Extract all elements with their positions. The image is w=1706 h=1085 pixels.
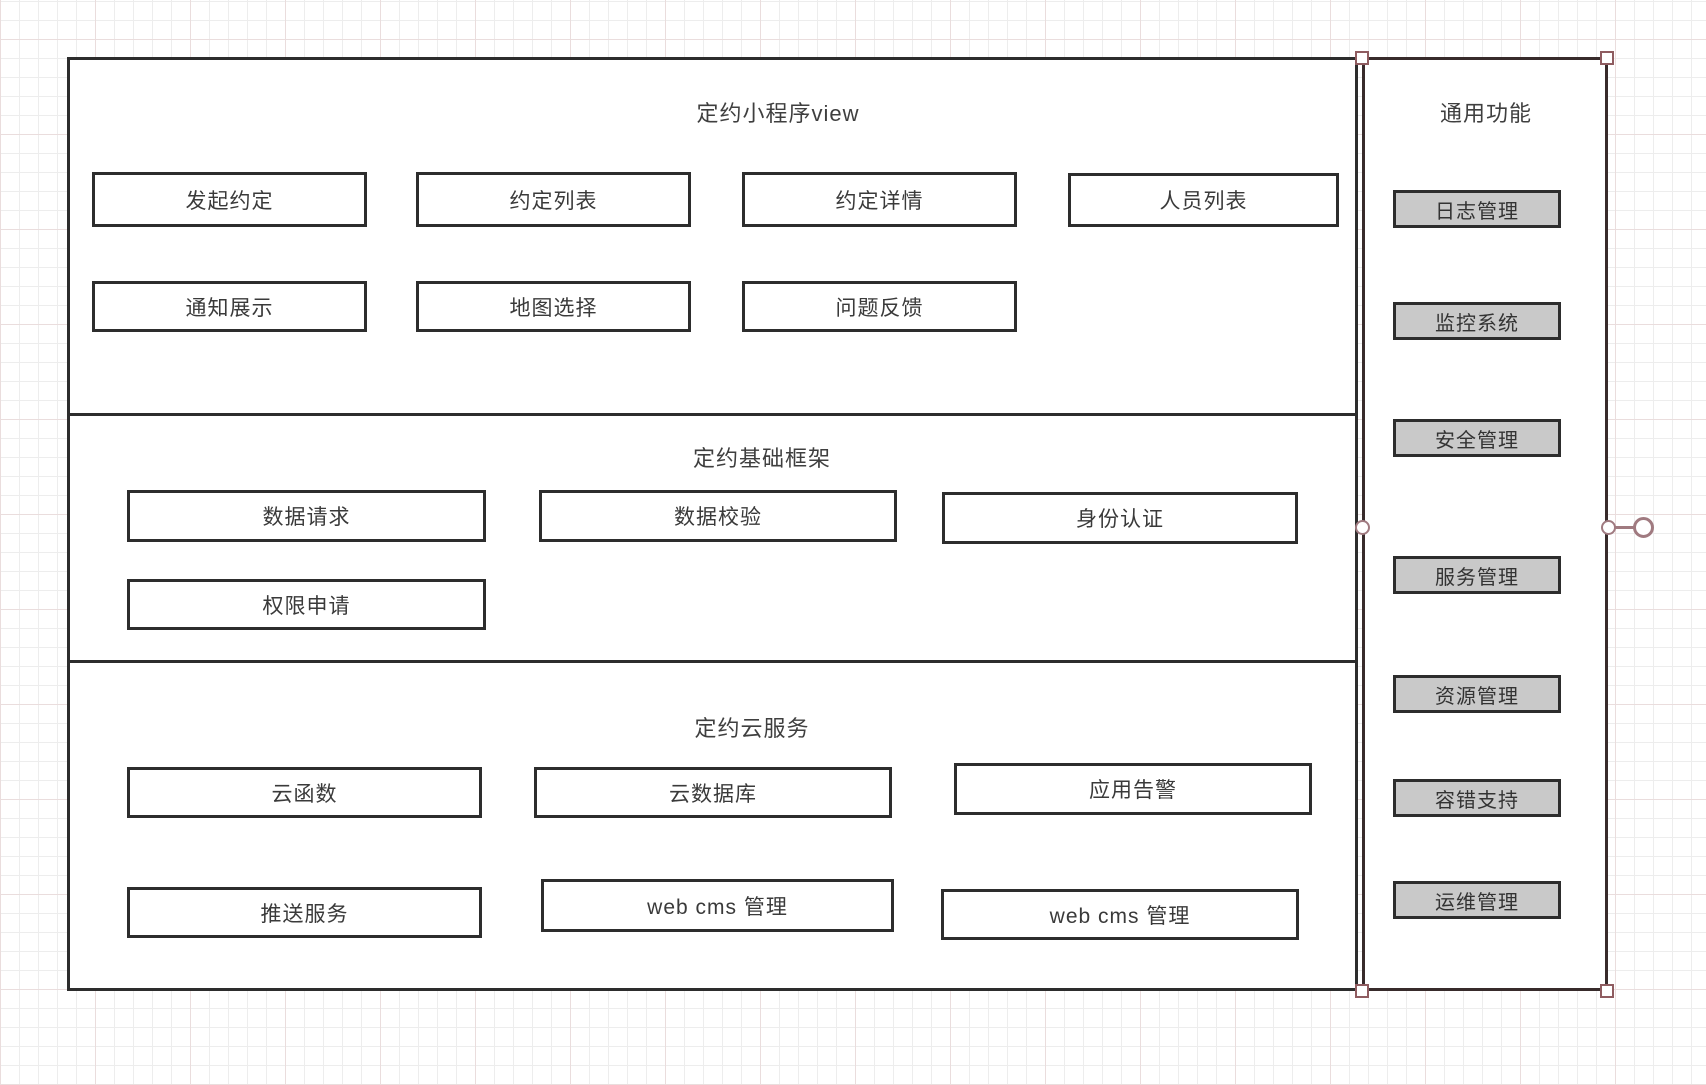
node-app-alert[interactable]: 应用告警 — [954, 763, 1312, 815]
node-cloud-database[interactable]: 云数据库 — [534, 767, 892, 818]
node-notification-display[interactable]: 通知展示 — [92, 281, 367, 332]
node-log-management[interactable]: 日志管理 — [1393, 190, 1561, 228]
selection-handle-ne[interactable] — [1600, 51, 1614, 65]
node-data-request[interactable]: 数据请求 — [127, 490, 486, 542]
selection-handle-sw[interactable] — [1355, 984, 1369, 998]
rotation-handle[interactable] — [1633, 517, 1654, 538]
node-ops-management[interactable]: 运维管理 — [1393, 881, 1561, 919]
selection-midpoint-left[interactable] — [1355, 520, 1370, 535]
node-map-select[interactable]: 地图选择 — [416, 281, 691, 332]
node-service-management[interactable]: 服务管理 — [1393, 556, 1561, 594]
selection-handle-se[interactable] — [1600, 984, 1614, 998]
node-fault-tolerance[interactable]: 容错支持 — [1393, 779, 1561, 817]
node-identity-auth[interactable]: 身份认证 — [942, 492, 1298, 544]
node-create-appointment[interactable]: 发起约定 — [92, 172, 367, 227]
section-title-base-framework: 定约基础框架 — [692, 446, 832, 471]
node-member-list[interactable]: 人员列表 — [1068, 173, 1339, 227]
section-title-miniprogram-view: 定约小程序view — [696, 101, 860, 126]
node-feedback[interactable]: 问题反馈 — [742, 281, 1017, 332]
node-security-management[interactable]: 安全管理 — [1393, 419, 1561, 457]
node-web-cms-1[interactable]: web cms 管理 — [541, 879, 894, 932]
node-monitor-system[interactable]: 监控系统 — [1393, 302, 1561, 340]
node-appointment-list[interactable]: 约定列表 — [416, 172, 691, 227]
node-push-service[interactable]: 推送服务 — [127, 887, 482, 938]
selection-handle-nw[interactable] — [1355, 51, 1369, 65]
section-title-cloud-service: 定约云服务 — [694, 716, 810, 741]
section-divider-1 — [67, 413, 1358, 416]
section-divider-2 — [67, 660, 1358, 663]
node-web-cms-2[interactable]: web cms 管理 — [941, 889, 1299, 940]
node-resource-management[interactable]: 资源管理 — [1393, 675, 1561, 713]
selection-midpoint-right[interactable] — [1601, 520, 1616, 535]
node-cloud-function[interactable]: 云函数 — [127, 767, 482, 818]
node-data-validation[interactable]: 数据校验 — [539, 490, 897, 542]
node-permission-request[interactable]: 权限申请 — [127, 579, 486, 630]
node-appointment-detail[interactable]: 约定详情 — [742, 172, 1017, 227]
rotation-handle-line — [1614, 526, 1634, 529]
side-column-title: 通用功能 — [1439, 101, 1533, 126]
